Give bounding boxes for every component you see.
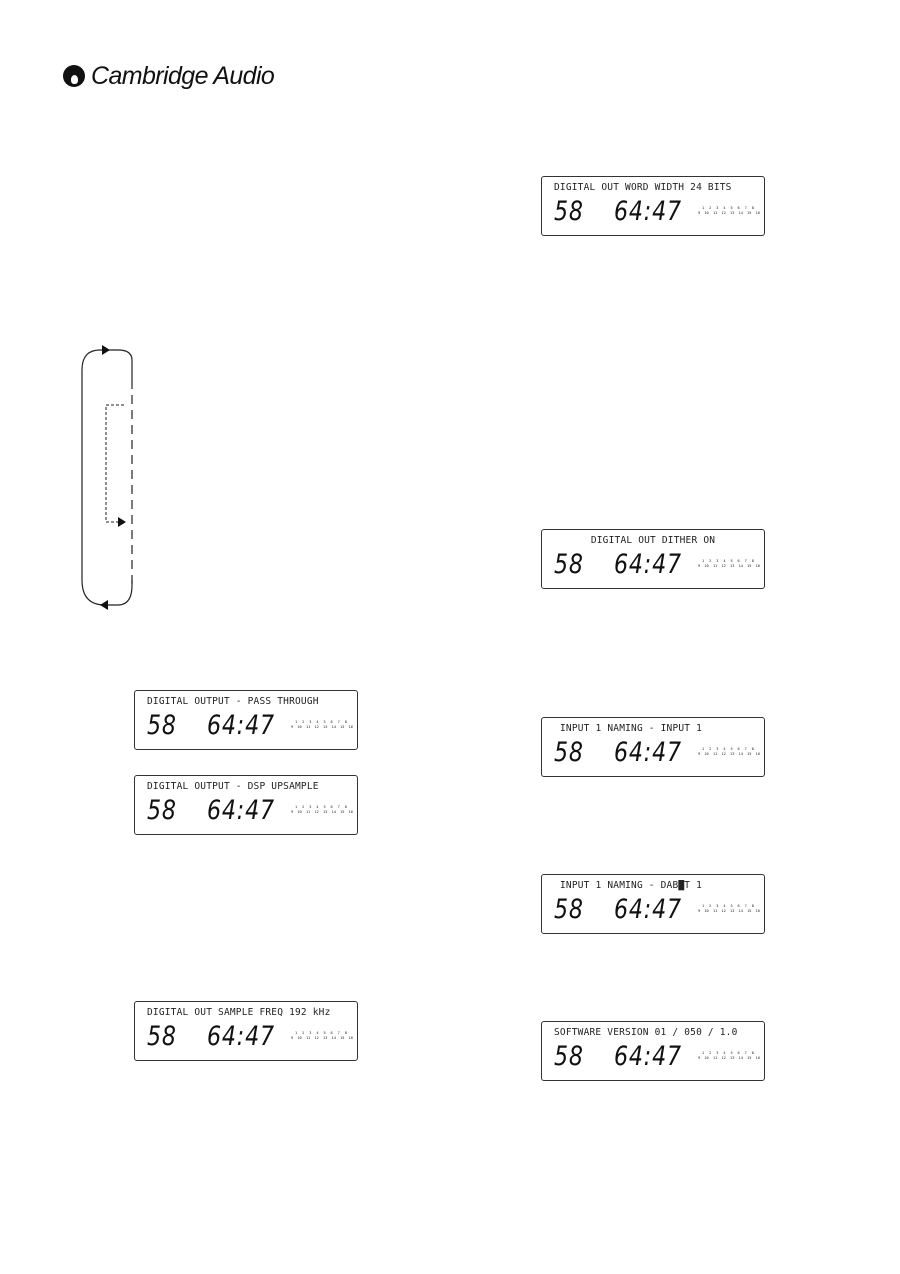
arrow-inner-icon <box>118 517 126 527</box>
display-text: INPUT 1 NAMING - INPUT 1 <box>560 723 703 734</box>
display-track: 58 <box>554 1041 584 1072</box>
display-track: 58 <box>147 1021 177 1052</box>
display-time: 64:47 <box>614 894 682 925</box>
display-text: DIGITAL OUT DITHER ON <box>590 535 716 546</box>
display-word-width: DIGITAL OUT WORD WIDTH 24 BITS 58 64:47 … <box>541 176 765 236</box>
brand-name: Cambridge Audio <box>91 61 275 90</box>
display-time: 64:47 <box>207 710 275 741</box>
dashed-inner-loop <box>105 404 124 523</box>
display-track: 58 <box>554 549 584 580</box>
display-track: 58 <box>554 737 584 768</box>
display-text: DIGITAL OUT WORD WIDTH 24 BITS <box>554 182 732 193</box>
display-time: 64:47 <box>614 549 682 580</box>
display-time: 64:47 <box>614 1041 682 1072</box>
display-time: 64:47 <box>614 196 682 227</box>
display-text: INPUT 1 NAMING - DAB█T 1 <box>560 880 703 891</box>
display-text: DIGITAL OUT SAMPLE FREQ 192 kHz <box>147 1007 331 1018</box>
display-track: 58 <box>147 710 177 741</box>
display-time: 64:47 <box>207 795 275 826</box>
display-pass-through: DIGITAL OUTPUT - PASS THROUGH 58 64:47 1… <box>134 690 358 750</box>
arrow-bottom-icon <box>100 600 108 610</box>
menu-flow-diagram <box>81 345 133 610</box>
display-text: SOFTWARE VERSION 01 / 050 / 1.0 <box>554 1027 738 1038</box>
display-software-version: SOFTWARE VERSION 01 / 050 / 1.0 58 64:47… <box>541 1021 765 1081</box>
display-track: 58 <box>554 894 584 925</box>
display-track: 58 <box>554 196 584 227</box>
display-sample-freq: DIGITAL OUT SAMPLE FREQ 192 kHz 58 64:47… <box>134 1001 358 1061</box>
brand-logo: Cambridge Audio <box>63 61 275 90</box>
display-text: DIGITAL OUTPUT - DSP UPSAMPLE <box>147 781 319 792</box>
arrow-top-icon <box>102 345 110 355</box>
display-time: 64:47 <box>207 1021 275 1052</box>
logo-mark-icon <box>63 65 85 87</box>
display-dsp-upsample: DIGITAL OUTPUT - DSP UPSAMPLE 58 64:47 1… <box>134 775 358 835</box>
display-time: 64:47 <box>614 737 682 768</box>
loop-outline <box>81 349 133 606</box>
display-text: DIGITAL OUTPUT - PASS THROUGH <box>147 696 319 707</box>
display-track: 58 <box>147 795 177 826</box>
